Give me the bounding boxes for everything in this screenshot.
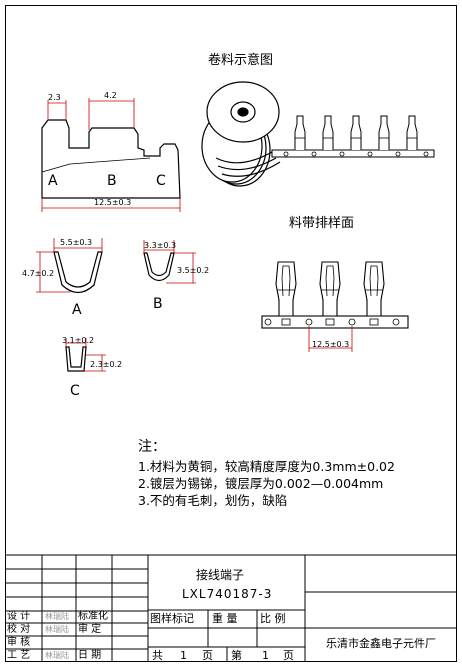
strip-terminal-inner	[281, 265, 291, 297]
strip-terminal	[275, 261, 297, 317]
note-item-3: 3.不的有毛刺，划伤，缺陷	[138, 493, 288, 508]
sheet-value: 1	[262, 649, 269, 662]
reel-title: 卷料示意图	[208, 53, 274, 68]
dim-top-left: 2.3	[48, 93, 61, 102]
drawing-frame	[5, 5, 457, 662]
section-c-shape	[65, 346, 87, 372]
row-design-sig: 林瑞陆	[45, 612, 69, 621]
strip-terminal-inner	[325, 265, 335, 297]
strip-hole	[392, 318, 400, 326]
section-a-label: A	[72, 302, 82, 318]
section-c-width: 3.1±0.2	[62, 336, 94, 345]
strip-terminal	[363, 261, 385, 317]
total-value: 1	[180, 649, 187, 662]
strip-hole	[264, 318, 272, 326]
strip-slot	[369, 318, 379, 326]
reel-strip-hole	[339, 151, 345, 157]
reel-terminal	[406, 115, 418, 150]
row-process-mid: 日 期	[78, 650, 102, 661]
section-b-width: 3.3±0.3	[144, 241, 176, 250]
reel-terminal	[350, 115, 362, 150]
section-b-shape	[143, 252, 175, 282]
strip-pitch: 12.5±0.3	[312, 340, 349, 349]
profile-outline	[41, 119, 181, 199]
marking-label: 图样标记	[150, 612, 194, 625]
strip-slot	[325, 318, 335, 326]
row-review-label: 审 核	[7, 637, 31, 648]
weight-label: 重 量	[212, 612, 238, 625]
row-design-label: 设 计	[7, 611, 31, 622]
section-c-height: 2.3±0.2	[90, 360, 122, 369]
reel-terminal	[294, 115, 306, 150]
dim-top-right: 4.2	[104, 91, 117, 100]
row-check-sig: 林瑞陆	[45, 625, 69, 634]
section-a-height: 4.7±0.2	[22, 269, 54, 278]
strip-terminal-inner	[369, 265, 379, 297]
dim-length: 12.5±0.3	[94, 198, 131, 207]
strip-holes	[264, 318, 400, 326]
row-design-mid: 标准化	[78, 611, 108, 622]
note-item-2: 2.镀层为锡锑，镀层厚为0.002—0.004mm	[138, 476, 384, 491]
scale-label: 比 例	[260, 612, 286, 625]
section-a-width: 5.5±0.3	[60, 238, 92, 247]
part-number: LXL740187-3	[182, 587, 273, 601]
section-label-a: A	[48, 173, 58, 189]
reel-illustration	[201, 81, 281, 187]
sheet-pages-label: 页	[283, 649, 294, 662]
row-process-sig: 林瑞陆	[45, 651, 69, 660]
total-label: 共	[152, 649, 163, 662]
strip-terminals	[275, 261, 385, 317]
reel-terminal	[378, 115, 390, 150]
row-process-label: 工 艺	[7, 650, 31, 661]
section-b-label: B	[153, 296, 163, 312]
strip-slot	[281, 318, 291, 326]
section-c-label: C	[70, 383, 80, 399]
reel-strip-holes	[283, 151, 429, 157]
section-a-shape	[53, 251, 103, 294]
reel-terminal	[322, 115, 334, 150]
company-name: 乐清市金鑫电子元件厂	[326, 637, 436, 650]
reel-strip-hole	[311, 151, 317, 157]
section-label-c: C	[156, 173, 166, 189]
strip-terminal	[319, 261, 341, 317]
reel-terminals	[294, 115, 418, 150]
strip-hole	[305, 318, 313, 326]
note-item-1: 1.材料为黄铜，较高精度厚度为0.3mm±0.02	[138, 459, 395, 474]
reel-strip-hole	[283, 151, 289, 157]
notes-heading: 注：	[138, 439, 166, 455]
reel-strip-hole	[395, 151, 401, 157]
strip-hole	[348, 318, 356, 326]
row-check-mid: 审 定	[78, 624, 102, 635]
reel-strip-hole	[367, 151, 373, 157]
reel-strip-hole	[423, 151, 429, 157]
pages-label: 页	[202, 649, 213, 662]
sheet-label: 第	[231, 649, 242, 662]
section-label-b: B	[107, 173, 117, 189]
part-name: 接线端子	[196, 568, 245, 582]
section-b-height: 3.5±0.2	[177, 266, 209, 275]
row-check-label: 校 对	[7, 624, 31, 635]
strip-title: 料带排样面	[289, 216, 355, 231]
